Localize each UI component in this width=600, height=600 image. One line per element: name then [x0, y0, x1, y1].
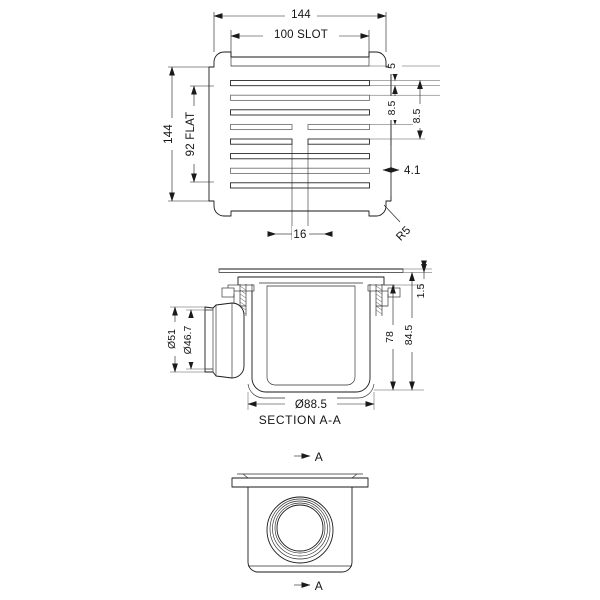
- dim-body-diameter: Ø88.5: [247, 392, 375, 411]
- thread-hatch-right: [375, 285, 383, 315]
- dim-pitch-5-text: 5: [386, 63, 398, 69]
- grate-slot-row-4-right: [307, 123, 370, 131]
- grate-slot-row-4-left: [230, 123, 293, 131]
- dim-body-diameter-text: Ø88.5: [295, 399, 327, 411]
- grate-slot-row-2: [230, 94, 370, 101]
- dim-inner-depth-text: 78: [384, 331, 396, 343]
- section-marker-bottom-label: A: [315, 579, 324, 593]
- dim-slot-width-text: 100 SLOT: [274, 29, 328, 41]
- thread-hatch-left: [239, 285, 247, 315]
- dim-center-gap-text: 16: [293, 229, 306, 241]
- section-outlet-pipe: [204, 302, 245, 379]
- grate-outline: [208, 51, 392, 217]
- grate-slot-row-5-right: [307, 138, 370, 145]
- dim-overall-height-text: 144: [163, 124, 175, 144]
- section-marker-top: A: [294, 450, 323, 464]
- dim-section-heights: 1.5 78 84.5: [374, 260, 432, 391]
- section-marker-top-label: A: [315, 450, 324, 464]
- dim-pitch-8-5-b-text: 8.5: [411, 109, 423, 124]
- dim-slot-width: 100 SLOT: [230, 27, 370, 57]
- dim-flange-thickness-text: 1.5: [415, 284, 427, 299]
- section-view: Ø51 Ø46.7 1.5 78: [166, 260, 432, 427]
- section-body: [237, 276, 385, 393]
- grate-top-slot: [230, 57, 370, 67]
- grate-slot-row-7: [230, 167, 370, 174]
- dim-pitch-8-5-a-text: 8.5: [386, 101, 398, 116]
- bottom-flange: [231, 473, 369, 488]
- dim-overall-width: 144: [213, 7, 387, 52]
- dim-slot-thickness-text: 4.1: [404, 165, 421, 177]
- section-marker-bottom: A: [294, 579, 323, 593]
- dim-corner-radius-text: R5: [394, 224, 413, 243]
- grate-slot-row-5-left: [230, 138, 293, 145]
- dim-flat-height: 92 FLAT: [185, 85, 214, 183]
- dim-overall-width-text: 144: [291, 9, 311, 21]
- grate-slot-row-1: [230, 80, 370, 87]
- bottom-view: A: [231, 450, 369, 593]
- grate-slot-row-3: [230, 109, 370, 116]
- section-label: SECTION A-A: [259, 413, 342, 427]
- bottom-thread-rings: [266, 496, 334, 564]
- section-flange: [218, 268, 404, 273]
- dim-outlet-diameters: Ø51 Ø46.7: [166, 306, 213, 373]
- dim-outlet-outer-dia-text: Ø51: [166, 329, 178, 349]
- dim-slot-pitch-group: 5 8.5 8.5 4.1: [369, 58, 440, 196]
- dim-center-gap: 16: [267, 144, 333, 241]
- dim-total-depth-text: 84.5: [403, 325, 415, 346]
- grate-slot-row-8: [230, 182, 370, 189]
- grate-slot-row-6: [230, 153, 370, 160]
- dim-flat-height-text: 92 FLAT: [185, 112, 197, 157]
- grate-slot-rows: [230, 80, 370, 189]
- top-view: 144 100 SLOT 144: [163, 7, 440, 243]
- section-right-collar: [367, 284, 401, 316]
- dim-corner-radius: R5: [383, 204, 413, 243]
- dim-overall-height: 144: [163, 66, 209, 202]
- dim-outlet-inner-dia-text: Ø46.7: [182, 326, 194, 355]
